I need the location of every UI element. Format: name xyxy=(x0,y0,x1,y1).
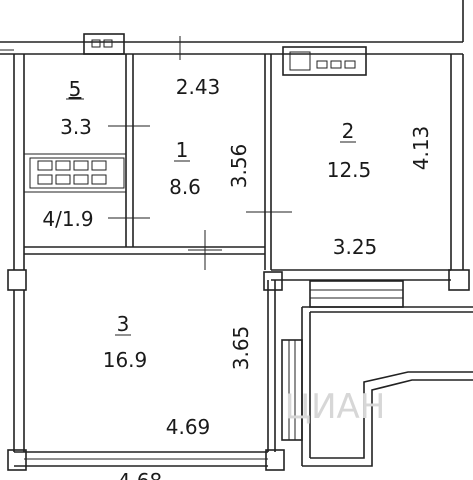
window-room2-bottom-lines xyxy=(310,289,403,299)
wall-1-3 xyxy=(24,246,265,255)
window-room3-side-lines xyxy=(288,340,296,440)
window-room5-pane-a xyxy=(91,39,101,48)
balcony xyxy=(301,306,473,467)
columns xyxy=(7,269,470,471)
room4-label: 4/1.9 xyxy=(42,207,93,231)
watermark: ЦИАН xyxy=(285,387,386,427)
wall-1-2 xyxy=(264,54,272,270)
bottom-wall xyxy=(14,451,268,467)
top-wall xyxy=(0,41,463,55)
room2-number: 2 xyxy=(342,119,355,143)
wall-5-1 xyxy=(125,54,134,247)
room3-depth-dim: 3.65 xyxy=(229,326,253,371)
room2-width-dim: 3.25 xyxy=(333,235,378,259)
window-room2-pane-b xyxy=(316,60,328,69)
room-1-label: 1 8.6 2.43 3.56 xyxy=(169,75,251,199)
room5-area: 3.3 xyxy=(60,115,92,139)
room-3-label: 3 16.9 3.65 4.69 xyxy=(103,312,253,439)
window-room5 xyxy=(83,33,125,55)
room2-depth-dim: 4.13 xyxy=(409,126,433,171)
room1-number: 1 xyxy=(176,138,189,162)
room3-area: 16.9 xyxy=(103,348,148,372)
room3-number: 3 xyxy=(117,312,130,336)
windows xyxy=(0,33,404,460)
marker-room1-3 xyxy=(188,230,222,270)
room1-width-dim: 2.43 xyxy=(176,75,221,99)
room-2-label: 2 12.5 4.13 3.25 xyxy=(327,119,433,259)
balcony-outline xyxy=(301,306,473,467)
window-room2-pane-a xyxy=(289,51,311,71)
room3-width-dim: 4.69 xyxy=(166,415,211,439)
room2-area: 12.5 xyxy=(327,158,372,182)
vent-cell-2 xyxy=(55,160,71,171)
vent-cell-8 xyxy=(91,174,107,185)
room5-room4-divider xyxy=(24,153,126,193)
vent-cell-5 xyxy=(37,174,53,185)
left-wall xyxy=(13,54,25,452)
window-room5-pane-b xyxy=(103,39,113,48)
window-room2-pane-c xyxy=(330,60,342,69)
vent-cell-1 xyxy=(37,160,53,171)
markers xyxy=(108,36,292,270)
ventilation-grille xyxy=(29,157,125,189)
vent-cell-6 xyxy=(55,174,71,185)
vent-cell-3 xyxy=(73,160,89,171)
vent-cell-7 xyxy=(73,174,89,185)
vent-cell-4 xyxy=(91,160,107,171)
window-room2-pane-d xyxy=(344,60,356,69)
room-4-label: 4/1.9 xyxy=(42,207,93,231)
right-top-wall xyxy=(450,0,464,270)
wall-3-right xyxy=(267,280,276,452)
wall-2-bottom xyxy=(271,269,451,281)
column-right xyxy=(448,269,470,291)
walls xyxy=(0,0,464,467)
room1-depth-dim: 3.56 xyxy=(227,144,251,189)
vent-frame xyxy=(29,157,125,189)
room-5-label: 5 3.3 xyxy=(60,77,92,139)
room5-number: 5 xyxy=(69,77,82,101)
balcony-inner xyxy=(309,311,473,459)
column-middle xyxy=(263,271,283,291)
column-left xyxy=(7,269,27,291)
window-room2-bottom xyxy=(309,280,404,308)
bottom-dimension: 4.68 xyxy=(118,469,163,480)
column-bottom-left xyxy=(7,449,27,471)
room1-area: 8.6 xyxy=(169,175,201,199)
bottom-partial-dim: 4.68 xyxy=(118,469,163,480)
window-room2 xyxy=(282,46,367,76)
column-bottom-right xyxy=(265,449,285,471)
